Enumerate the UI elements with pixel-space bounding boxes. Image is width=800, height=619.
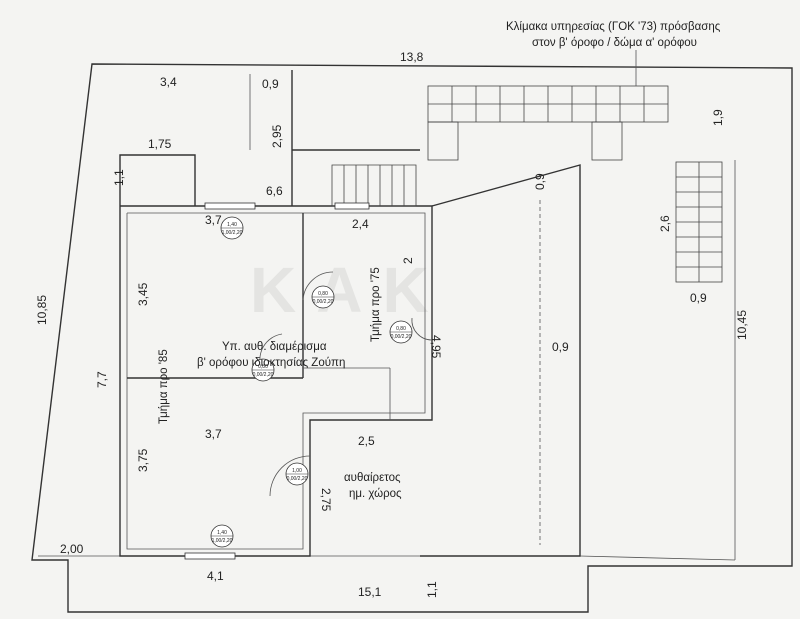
dim-0-9-top: 0,9 (262, 77, 279, 91)
service-stair-right (675, 161, 723, 283)
dim-2-6: 2,6 (658, 215, 672, 232)
service-stair-top (427, 85, 669, 161)
dim-2-95: 2,95 (270, 124, 284, 148)
dim-2-75: 2,75 (319, 488, 333, 512)
dim-2: 2 (401, 257, 415, 264)
opening-tag-2: 0,80 0,00/2,20 (311, 285, 335, 309)
svg-text:0,80: 0,80 (396, 326, 406, 332)
opening-tag-5: 1,00 0,00/2,20 (285, 462, 309, 486)
door-swing-center (411, 317, 433, 341)
dim-3-7-top: 3,7 (205, 213, 222, 227)
dim-6-6: 6,6 (266, 184, 283, 198)
section-75-label: Τμήμα προ '75 (370, 267, 382, 342)
svg-text:0,00/2,20: 0,00/2,20 (287, 476, 308, 482)
opening-tag-3: 0,80 0,00/2,20 (251, 358, 275, 382)
svg-text:0,80: 0,80 (318, 291, 328, 297)
door-swing-75 (302, 271, 334, 301)
dim-1-9: 1,9 (711, 109, 725, 126)
section-85-label: Τμήμα προ '85 (158, 349, 170, 424)
svg-text:1,00/2,20: 1,00/2,20 (222, 230, 243, 236)
dim-1-75: 1,75 (148, 137, 172, 151)
window-bottom (184, 552, 236, 560)
dim-2-00: 2,00 (60, 542, 84, 556)
stair-title-line1: Κλίμακα υπηρεσίας (ΓΟΚ '73) πρόσβασης (506, 21, 721, 33)
apartment-label-line1: Υπ. αυθ. διαμέρισμα (222, 341, 327, 353)
bottom-right-edge (579, 555, 736, 561)
semi-open-space (420, 164, 581, 557)
dim-3-75: 3,75 (136, 448, 150, 472)
watermark: KAK (250, 254, 449, 326)
dim-4-1: 4,1 (207, 569, 224, 583)
dim-15-1: 15,1 (358, 585, 382, 599)
dim-0-9-center: 0,9 (552, 340, 569, 354)
opening-tag-6: 1,40 1,00/2,20 (210, 524, 234, 548)
dim-10-45: 10,45 (735, 310, 749, 340)
dim-3-4: 3,4 (160, 75, 177, 89)
opening-tag-4: 0,80 0,00/2,20 (389, 320, 413, 344)
dim-3-7-mid: 3,7 (205, 427, 222, 441)
window-top-b (334, 202, 370, 210)
dim-10-85: 10,85 (35, 295, 49, 325)
opening-tag-1: 1,40 1,00/2,20 (220, 216, 244, 240)
plot-boundary (31, 63, 793, 613)
window-top-a (204, 202, 256, 210)
dim-0-9-mid: 0,9 (533, 173, 547, 190)
unauth-label-line1: αυθαίρετος (344, 472, 401, 484)
svg-text:0,80: 0,80 (258, 364, 268, 370)
svg-text:1,40: 1,40 (227, 222, 237, 228)
svg-text:0,00/2,20: 0,00/2,20 (391, 334, 412, 340)
svg-text:1,00/2,20: 1,00/2,20 (212, 538, 233, 544)
svg-text:1,00: 1,00 (292, 468, 302, 474)
dim-1-1-left: 1,1 (112, 169, 126, 186)
dim-3-45: 3,45 (136, 282, 150, 306)
dim-4-95: 4,95 (429, 335, 443, 359)
unauth-label-line2: ημ. χώρος (349, 488, 402, 500)
stair-title-line2: στον β' όροφο / δώμα α' ορόφου (532, 37, 697, 49)
dim-2-5: 2,5 (358, 434, 375, 448)
dim-7-7: 7,7 (95, 371, 109, 388)
service-stair-mid (331, 164, 417, 207)
door-swing-semi (269, 455, 311, 497)
dim-0-9-right: 0,9 (690, 291, 707, 305)
dim-13-8: 13,8 (400, 50, 424, 64)
svg-text:0,00/2,20: 0,00/2,20 (313, 299, 334, 305)
dim-2-4: 2,4 (352, 217, 369, 231)
upper-ledge (119, 154, 196, 206)
dim-1-1-bottom: 1,1 (425, 581, 439, 598)
svg-text:0,00/2,20: 0,00/2,20 (253, 372, 274, 378)
main-building-inner (126, 212, 426, 550)
svg-text:1,40: 1,40 (217, 530, 227, 536)
apartment-label-line2: β' ορόφου ιδιοκτησίας Ζούπη (197, 357, 345, 369)
